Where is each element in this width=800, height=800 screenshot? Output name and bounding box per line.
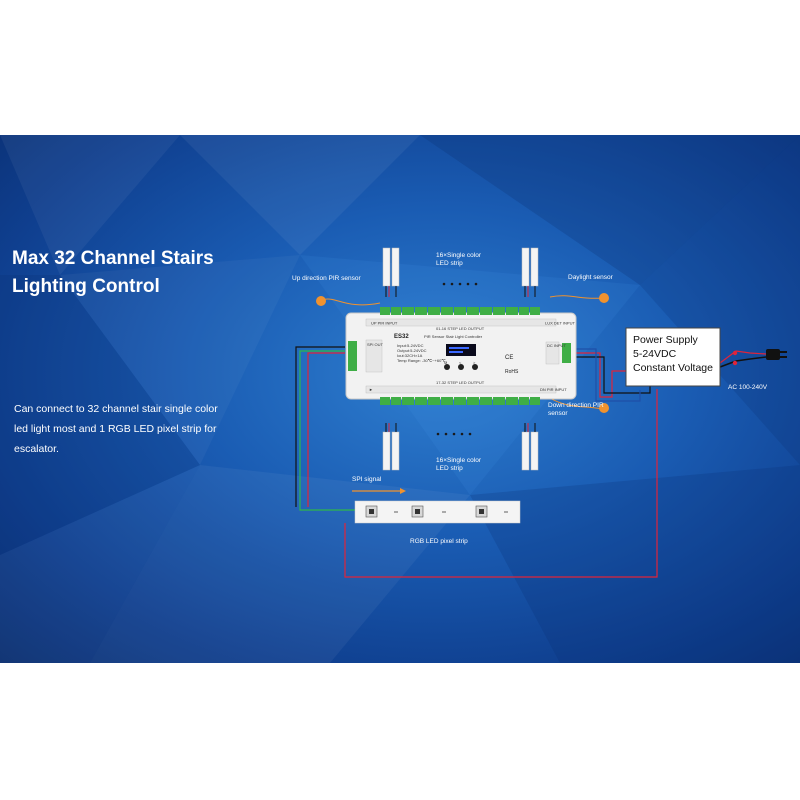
- ac-junction-black: [732, 360, 738, 366]
- blue-banner: Max 32 Channel Stairs Lighting Control C…: [0, 135, 800, 663]
- spec-line-3: Iout:32CH×1A: [397, 353, 423, 358]
- right-button-label: >: [473, 360, 476, 365]
- power-supply-box: [625, 327, 721, 387]
- bottom-strip-label: 16×Single color LED strip: [436, 457, 481, 472]
- ac-voltage-label: AC 100-240V: [728, 384, 768, 391]
- up-sensor-label: Up direction PIR sensor: [292, 275, 361, 282]
- spec-line-2: Output:5-24VDC: [397, 348, 427, 353]
- green-wire: [299, 350, 358, 511]
- black-wire: [295, 346, 345, 507]
- controller-es32: [345, 307, 577, 405]
- headline-line-2: Lighting Control: [12, 276, 160, 297]
- daylight-sensor-icon: [599, 293, 609, 303]
- right-button[interactable]: [472, 364, 478, 370]
- power-supply-line-1: Power Supply: [633, 334, 698, 346]
- red-wire-bottom: [344, 389, 658, 578]
- headline: Max 32 Channel Stairs Lighting Control: [12, 245, 272, 301]
- down-sensor-wire: [547, 396, 603, 410]
- daylight-sensor-wire: [549, 295, 603, 299]
- ac-junction-red: [732, 350, 738, 356]
- bottom-output-label: 17-32 STEP LED OUTPUT: [436, 380, 485, 385]
- ac-wire-red: [719, 350, 767, 364]
- headline-line-1: Max 32 Channel Stairs: [12, 248, 214, 269]
- dn-pir-label: DN PIR INPUT: [540, 387, 567, 392]
- m-button-label: M: [444, 360, 447, 365]
- wiring-diagram: UP PIR INPUT 01-16 STEP LED OUTPUT LUX D…: [295, 247, 787, 578]
- m-button[interactable]: [444, 364, 450, 370]
- controller-name: PIR Sensor Stair Light Controller: [424, 334, 483, 339]
- top-right-led-strip: [521, 247, 539, 297]
- down-pir-sensor-icon: [599, 403, 609, 413]
- spec-line-1: Input:5-24VDC: [397, 343, 424, 348]
- spi-signal-label: SPI signal: [352, 476, 382, 483]
- ac-wire-black: [719, 356, 767, 368]
- rgb-pixel-strip: [354, 500, 521, 524]
- up-pir-sensor-icon: [316, 296, 326, 306]
- arrow-decor: ►: [369, 387, 373, 392]
- oled-display: [446, 344, 476, 356]
- power-supply-line-2: 5-24VDC: [633, 348, 677, 360]
- lux-det-label: LUX DET INPUT: [545, 321, 575, 326]
- daylight-sensor-label: Daylight sensor: [568, 274, 613, 281]
- spec-line-4: Temp Range: -30℃~+60℃: [397, 358, 446, 363]
- blue-wire-ps: [575, 348, 641, 402]
- dc-input-label: DC INPUT: [547, 343, 566, 348]
- red-wire-ps: [575, 352, 626, 398]
- plug-icon: [766, 349, 787, 360]
- bottom-right-led-strip: [521, 423, 539, 471]
- left-button-label: <: [459, 360, 462, 365]
- spi-arrow-head: [400, 488, 406, 494]
- up-sensor-wire: [321, 298, 381, 306]
- left-button[interactable]: [458, 364, 464, 370]
- up-pir-label: UP PIR INPUT: [371, 321, 398, 326]
- red-wire-left: [307, 352, 345, 507]
- description: Can connect to 32 channel stair single c…: [14, 403, 218, 455]
- bottom-dots: [436, 432, 472, 436]
- rohs-mark: RoHS: [505, 369, 519, 375]
- power-supply-line-3: Constant Voltage: [633, 362, 713, 374]
- top-output-label: 01-16 STEP LED OUTPUT: [436, 326, 485, 331]
- rgb-strip-label: RGB LED pixel strip: [410, 538, 468, 545]
- model-label: ES32: [394, 334, 409, 340]
- top-strip-label: 16×Single color LED strip: [436, 252, 481, 267]
- spi-out-label: SPI OUT: [367, 342, 384, 347]
- top-dots: [442, 282, 478, 286]
- bottom-left-led-strip: [382, 423, 400, 471]
- down-sensor-label: Down direction PIR sensor: [548, 402, 604, 417]
- ce-mark: CE: [505, 355, 513, 361]
- top-left-led-strip: [382, 247, 400, 297]
